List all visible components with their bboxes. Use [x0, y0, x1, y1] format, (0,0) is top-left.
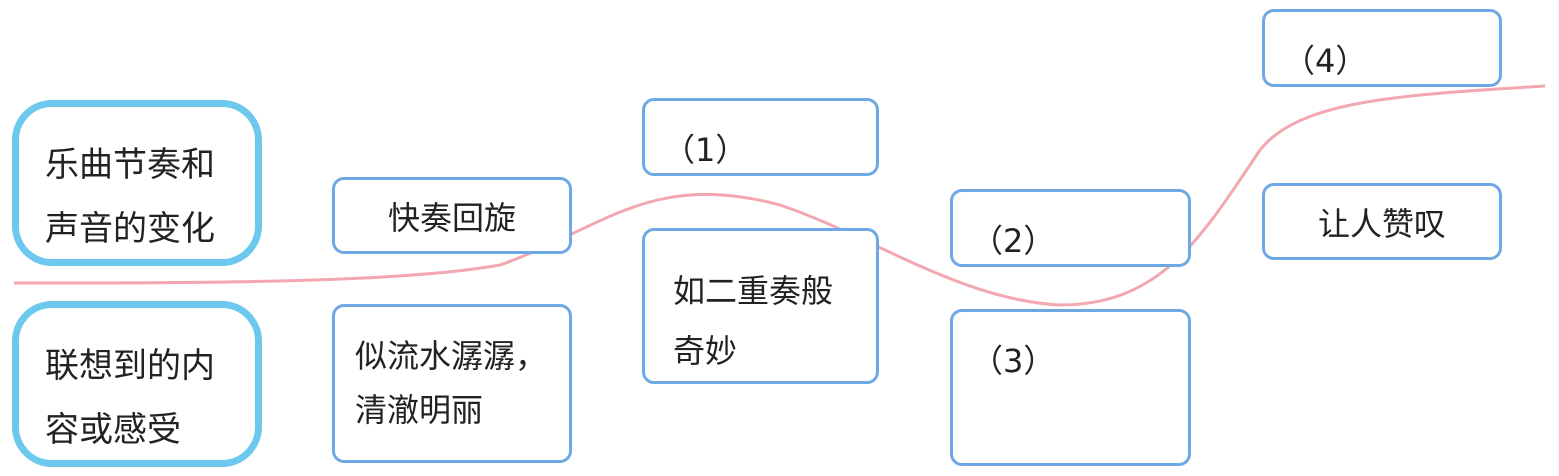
box-admiration: 让人赞叹 — [1262, 183, 1502, 260]
label-music-change: 乐曲节奏和 声音的变化 — [12, 100, 262, 266]
label-associated-feelings-line1: 联想到的内 — [45, 346, 215, 386]
blank-3[interactable]: （3） — [950, 309, 1191, 466]
box-duet: 如二重奏般 奇妙 — [642, 228, 879, 384]
label-associated-feelings-line2: 容或感受 — [45, 410, 181, 450]
box-duet-line2: 奇妙 — [673, 332, 738, 370]
label-music-change-line2: 声音的变化 — [45, 209, 215, 249]
box-fast-rotation: 快奏回旋 — [332, 177, 572, 254]
blank-2[interactable]: （2） — [950, 189, 1191, 267]
box-duet-line1: 如二重奏般 — [673, 272, 834, 310]
blank-4[interactable]: （4） — [1262, 9, 1502, 87]
box-flowing-water: 似流水潺潺， 清澈明丽 — [332, 304, 572, 463]
label-associated-feelings: 联想到的内 容或感受 — [12, 301, 262, 467]
blank-1[interactable]: （1） — [642, 98, 879, 176]
label-music-change-line1: 乐曲节奏和 — [45, 145, 215, 185]
box-flowing-water-line1: 似流水潺潺， — [355, 337, 548, 375]
box-flowing-water-line2: 清澈明丽 — [355, 391, 484, 429]
